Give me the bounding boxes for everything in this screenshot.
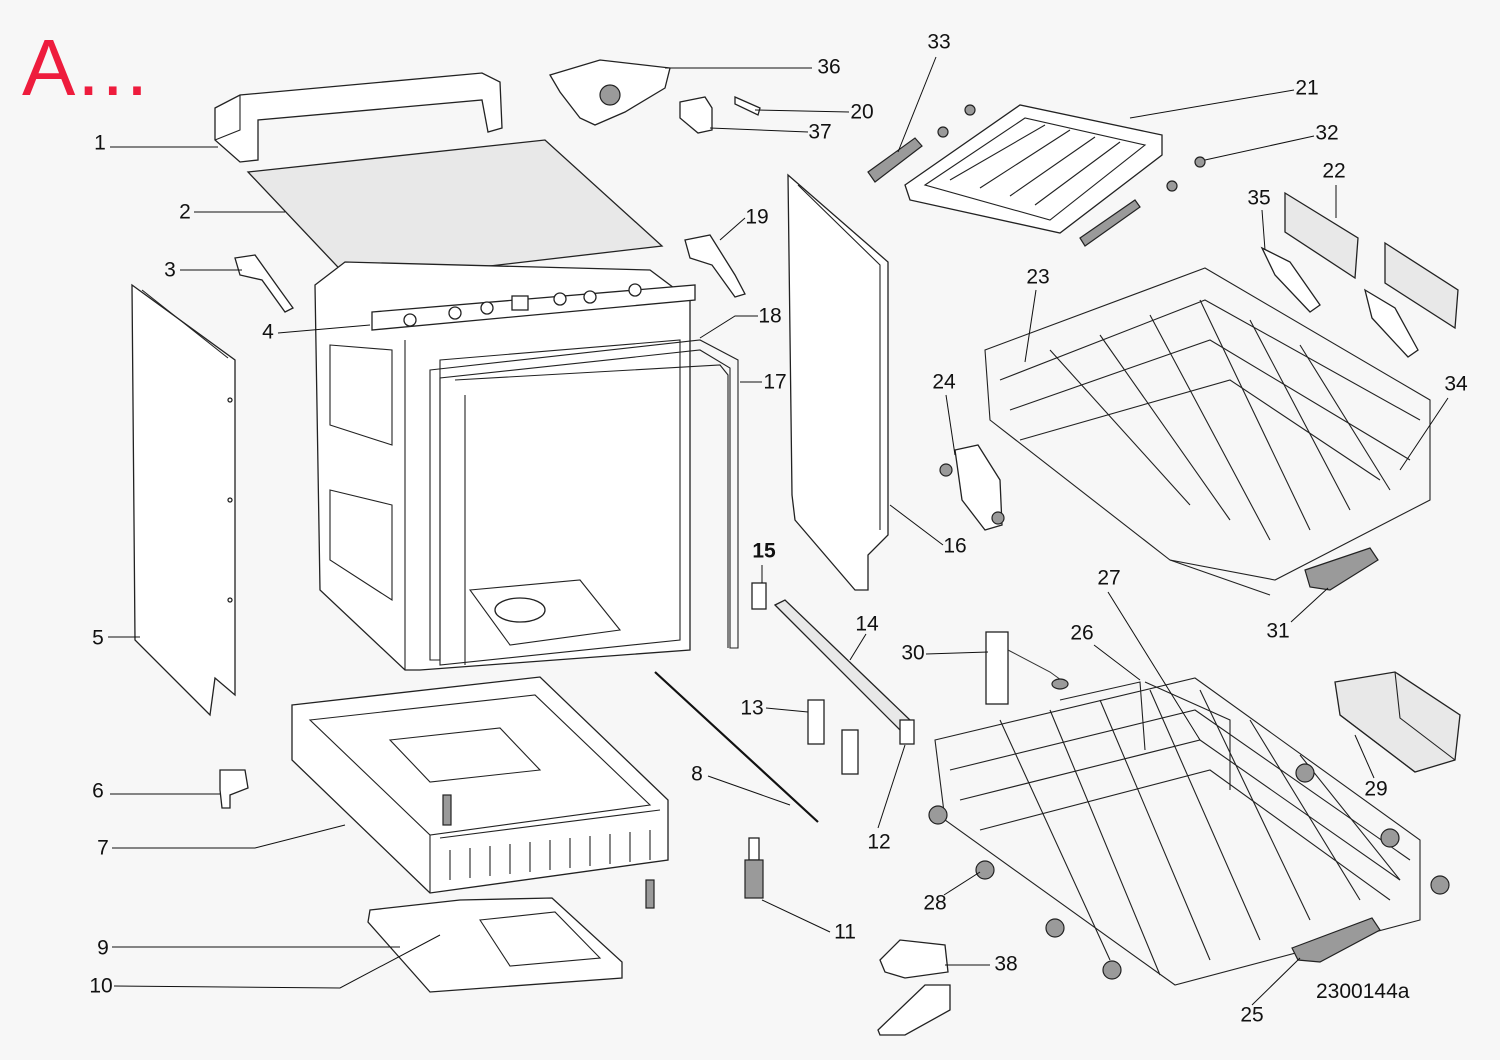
callout-26: 26: [1070, 621, 1094, 645]
part-20-latch-pin: [734, 96, 761, 116]
part-33-tray-rail: [867, 137, 923, 183]
part-7-base-frame: [291, 676, 669, 894]
callout-4: 4: [262, 320, 274, 344]
callout-11: 11: [834, 920, 856, 944]
part-5-side-panel: [131, 283, 236, 717]
callout-6: 6: [92, 779, 104, 803]
callout-14: 14: [855, 612, 879, 636]
callout-25: 25: [1240, 1003, 1264, 1027]
callout-8: 8: [691, 762, 703, 786]
callout-20: 20: [850, 100, 874, 124]
callout-16: 16: [943, 534, 967, 558]
part-35-cup-shelf-clip: [1260, 246, 1419, 358]
callout-2: 2: [179, 200, 191, 224]
callout-9: 9: [97, 936, 109, 960]
part-6-valve: [219, 769, 249, 809]
callout-36: 36: [817, 55, 841, 79]
callout-12: 12: [867, 830, 891, 854]
part-21-cutlery-tray: [904, 104, 1206, 247]
callout-13: 13: [740, 696, 764, 720]
part-2-top-panel: [246, 139, 664, 283]
part-10-base-plate: [367, 897, 623, 993]
callout-7: 7: [97, 836, 109, 860]
part-17-18-gaskets: [429, 339, 739, 665]
part-29-cutlery-basket: [1334, 671, 1461, 773]
part-36-door-latch: [549, 59, 671, 126]
callout-29: 29: [1364, 777, 1388, 801]
leader-lines: [108, 56, 1449, 1006]
callout-32: 32: [1315, 121, 1339, 145]
callout-33: 33: [927, 30, 951, 54]
callout-28: 28: [923, 891, 947, 915]
callout-23: 23: [1026, 265, 1050, 289]
part-30-spray-arm-connector: [985, 631, 1069, 705]
callout-19: 19: [745, 205, 769, 229]
part-38-rail-end-stop: [877, 939, 951, 1036]
callout-31: 31: [1266, 619, 1290, 643]
part-8-rod: [654, 671, 819, 823]
callout-27: 27: [1097, 566, 1121, 590]
part-19-hinge-bracket: [684, 234, 746, 298]
part-22-cup-shelf: [1284, 191, 1459, 330]
callout-21: 21: [1295, 76, 1319, 100]
part-3-hinge-bracket: [234, 254, 294, 313]
callout-22: 22: [1322, 159, 1346, 183]
callout-30: 30: [901, 641, 925, 665]
part-24-rack-adjuster: [939, 444, 1005, 531]
part-37-latch-catch: [679, 96, 713, 134]
callout-1: 1: [94, 131, 106, 155]
part-1-top-cover-handle: [214, 72, 503, 163]
callout-37: 37: [808, 120, 832, 144]
callout-35: 35: [1247, 186, 1271, 210]
callout-10: 10: [89, 974, 113, 998]
part-16-door-panel: [787, 173, 889, 591]
drawing-code: 2300144a: [1316, 980, 1410, 1003]
callout-3: 3: [164, 258, 176, 282]
callout-17: 17: [763, 370, 787, 394]
part-15-clip: [751, 582, 767, 610]
part-4-cabinet-with-control-panel: [314, 261, 696, 671]
callout-24: 24: [932, 370, 956, 394]
part-11-adjustable-foot: [744, 837, 764, 899]
callout-18: 18: [758, 304, 782, 328]
callout-38: 38: [994, 952, 1018, 976]
part-13-bracket-set: [807, 699, 859, 775]
part-28-basket-wheels: [928, 763, 1450, 980]
callout-34: 34: [1444, 372, 1468, 396]
part-31-upper-basket-handle: [1304, 547, 1379, 591]
callout-15: 15: [752, 539, 776, 563]
part-12-end-cap: [899, 719, 915, 745]
part-25-lower-basket-handle: [1291, 917, 1381, 963]
diagram-title: A...: [22, 23, 151, 112]
part-23-upper-basket: [984, 267, 1431, 596]
callout-5: 5: [92, 626, 104, 650]
